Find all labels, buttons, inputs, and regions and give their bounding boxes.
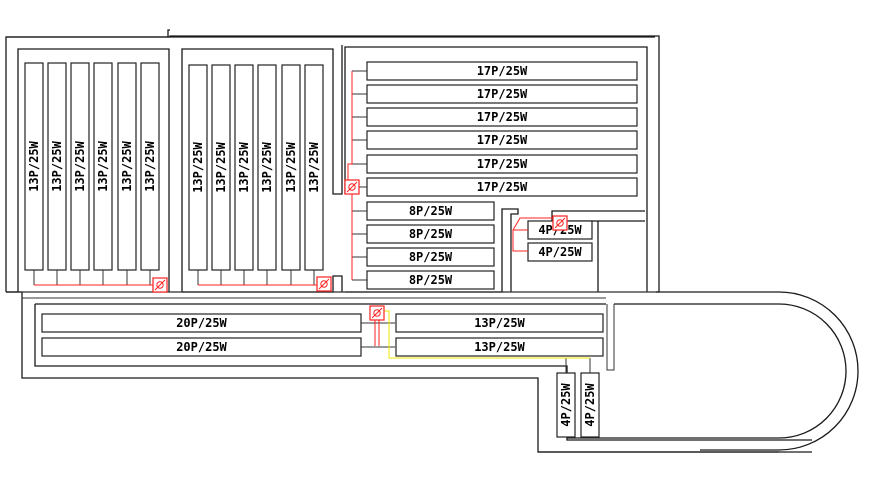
- fixture-label: 17P/25W: [477, 87, 528, 101]
- fixture-room-a[interactable]: 13P/25W: [93, 62, 113, 271]
- fixture-corridor-right[interactable]: 13P/25W: [395, 313, 604, 333]
- switch-wire: [347, 71, 353, 180]
- switch-room-b[interactable]: [316, 276, 332, 292]
- fixture-label: 13P/25W: [307, 141, 321, 192]
- fixture-label: 20P/25W: [176, 316, 227, 330]
- fixture-room-a[interactable]: 13P/25W: [140, 62, 160, 271]
- room-c: 17P/25W 17P/25W 17P/25W 17P/25W 17P/25W 17P/2…: [344, 61, 638, 290]
- switch-room-a[interactable]: [152, 277, 168, 293]
- upper-base-line-inner: [18, 291, 659, 299]
- switch-icon: [371, 307, 383, 319]
- fixture-label: 13P/25W: [284, 141, 298, 192]
- fixture-room-b[interactable]: 13P/25W: [188, 64, 208, 271]
- switch-icon: [154, 279, 166, 291]
- corridor: 20P/25W 20P/25W 13P/25W 13P/25W 4P/25W 4P/25W: [41, 305, 604, 438]
- fixture-room-c-wide[interactable]: 17P/25W: [366, 84, 638, 104]
- fixture-label: 8P/25W: [409, 250, 453, 264]
- fixture-label: 17P/25W: [477, 133, 528, 147]
- fixture-label: 17P/25W: [477, 157, 528, 171]
- fixture-corridor-left[interactable]: 20P/25W: [41, 313, 362, 333]
- fixture-room-d[interactable]: 4P/25W: [527, 242, 593, 262]
- fixture-outline: [395, 313, 604, 333]
- switch-corridor[interactable]: [369, 305, 385, 321]
- fixture-label: 13P/25W: [474, 316, 525, 330]
- fixture-room-b[interactable]: 13P/25W: [304, 64, 324, 271]
- switch-wire: [374, 320, 380, 346]
- switch-icon: [318, 278, 330, 290]
- fixture-corridor-right[interactable]: 13P/25W: [395, 337, 604, 357]
- fixture-label: 13P/25W: [27, 140, 41, 191]
- fixture-label: 13P/25W: [50, 140, 64, 191]
- corridor-post: [606, 304, 615, 371]
- fixture-label: 13P/25W: [120, 140, 134, 191]
- fixture-room-c-wide[interactable]: 17P/25W: [366, 107, 638, 127]
- fixture-label: 13P/25W: [237, 141, 251, 192]
- switch-wire: [512, 217, 558, 252]
- room-b-wall: [181, 45, 343, 292]
- fixture-room-a[interactable]: 13P/25W: [70, 62, 90, 271]
- fixture-room-c-wide[interactable]: 17P/25W: [366, 130, 638, 150]
- room-c-wall: [344, 46, 648, 292]
- fixture-label: 13P/25W: [143, 140, 157, 191]
- fixture-room-a[interactable]: 13P/25W: [47, 62, 67, 271]
- switch-room-c[interactable]: [344, 179, 360, 195]
- fixture-room-b[interactable]: 13P/25W: [257, 64, 277, 271]
- fixture-label: 13P/25W: [260, 141, 274, 192]
- fixture-outline: [395, 337, 604, 357]
- fixture-room-c-narrow[interactable]: 8P/25W: [366, 247, 495, 267]
- fixture-corridor-vertical[interactable]: 4P/25W: [556, 372, 576, 438]
- fixture-label: 20P/25W: [176, 340, 227, 354]
- room-b: 13P/25W 13P/25W 13P/25W 13P/25W 13P/25W 13P/2…: [188, 64, 332, 292]
- fixture-label: 4P/25W: [538, 245, 582, 259]
- fixture-label: 13P/25W: [73, 140, 87, 191]
- fixture-room-c-narrow[interactable]: 8P/25W: [366, 224, 495, 244]
- switch-room-d[interactable]: [552, 215, 568, 231]
- fixture-label: 13P/25W: [474, 340, 525, 354]
- alt-circuit-wire: [383, 310, 590, 359]
- fixture-room-a[interactable]: 13P/25W: [24, 62, 44, 271]
- fixture-corridor-vertical[interactable]: 4P/25W: [580, 372, 600, 438]
- fixture-label: 13P/25W: [214, 141, 228, 192]
- fixture-label: 4P/25W: [559, 383, 573, 427]
- fixture-label: 17P/25W: [477, 64, 528, 78]
- fixture-label: 17P/25W: [477, 180, 528, 194]
- fixture-room-b[interactable]: 13P/25W: [234, 64, 254, 271]
- fixture-room-c-narrow[interactable]: 8P/25W: [366, 270, 495, 290]
- track-upper-line: [656, 291, 859, 451]
- fixture-room-c-wide[interactable]: 17P/25W: [366, 61, 638, 81]
- fixture-label: 8P/25W: [409, 273, 453, 287]
- fixture-label: 8P/25W: [409, 227, 453, 241]
- fixture-room-c-wide[interactable]: 17P/25W: [366, 154, 638, 174]
- room-a: 13P/25W 13P/25W 13P/25W 13P/25W 13P/25W 13P/2…: [24, 62, 168, 293]
- fixture-room-a[interactable]: 13P/25W: [117, 62, 137, 271]
- fixture-corridor-left[interactable]: 20P/25W: [41, 337, 362, 357]
- fixture-label: 4P/25W: [583, 383, 597, 427]
- switch-icon: [554, 217, 566, 229]
- fixture-label: 17P/25W: [477, 110, 528, 124]
- switch-icon: [346, 181, 358, 193]
- fixture-outline: [527, 242, 593, 262]
- track-inner-line: [614, 303, 847, 439]
- corridor-inner-wall: [34, 304, 812, 441]
- fixture-room-b[interactable]: 13P/25W: [211, 64, 231, 271]
- fixture-label: 8P/25W: [409, 204, 453, 218]
- fixture-label: 13P/25W: [96, 140, 110, 191]
- fixture-room-c-narrow[interactable]: 8P/25W: [366, 201, 495, 221]
- fixture-room-b[interactable]: 13P/25W: [281, 64, 301, 271]
- track-lower-line: [538, 437, 779, 453]
- fixture-label: 13P/25W: [191, 141, 205, 192]
- fixture-room-c-wide[interactable]: 17P/25W: [366, 177, 638, 197]
- room-a-wall: [17, 48, 170, 292]
